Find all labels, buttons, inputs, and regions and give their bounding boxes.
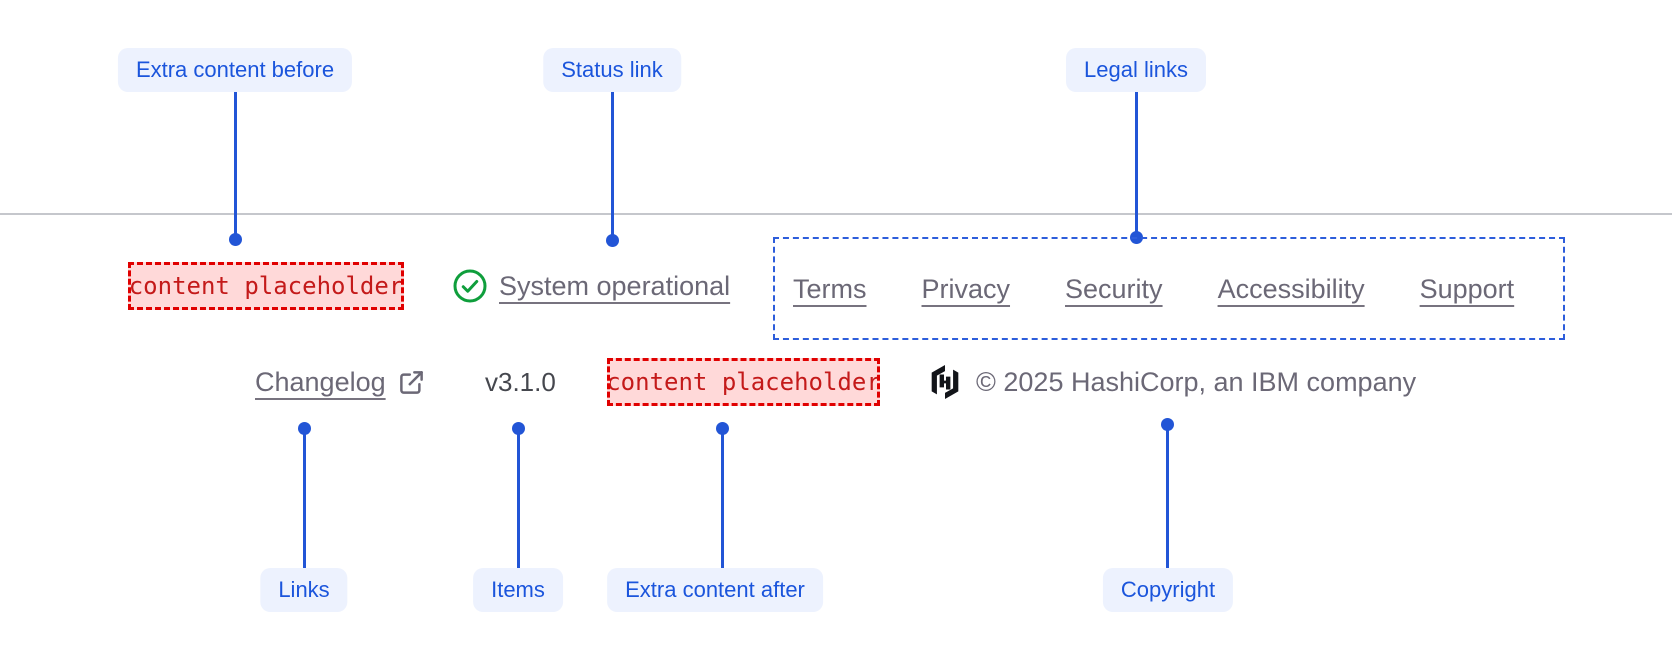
annotation-links: Links (260, 568, 348, 612)
connector-line-links (302, 429, 306, 568)
changelog-link[interactable]: Changelog (255, 358, 425, 406)
annotation-status-link: Status link (543, 48, 681, 92)
legal-links-list: Terms Privacy Security Accessibility Sup… (793, 265, 1514, 313)
external-link-icon (398, 369, 425, 396)
connector-line-extra-content-before (233, 92, 237, 237)
connector-dot-status-link (605, 234, 619, 247)
legal-links-container: Terms Privacy Security Accessibility Sup… (773, 237, 1565, 340)
connector-dot-extra-content-before (228, 233, 242, 246)
legal-link-support[interactable]: Support (1419, 273, 1515, 304)
annotation-legal-links: Legal links (1066, 48, 1206, 92)
connector-line-copyright (1165, 425, 1169, 568)
hashicorp-logo-icon (928, 364, 962, 400)
changelog-link-label[interactable]: Changelog (255, 366, 386, 397)
connector-dot-items (511, 422, 525, 435)
version-item: v3.1.0 (485, 366, 556, 397)
connector-dot-links (297, 422, 311, 435)
status-link[interactable]: System operational (452, 262, 730, 310)
connector-line-legal-links (1134, 92, 1138, 235)
legal-link-security[interactable]: Security (1065, 273, 1163, 304)
footer-top-divider (0, 213, 1672, 215)
connector-line-extra-content-after (720, 429, 724, 568)
connector-dot-extra-content-after (715, 422, 729, 435)
extra-content-after-placeholder: content placeholder (607, 358, 880, 406)
copyright-text: © 2025 HashiCorp, an IBM company (976, 366, 1417, 397)
connector-dot-copyright (1160, 418, 1174, 431)
annotation-extra-content-after: Extra content after (607, 568, 823, 612)
check-circle-icon (452, 268, 488, 304)
annotation-items: Items (473, 568, 563, 612)
copyright-block: © 2025 HashiCorp, an IBM company (928, 358, 1416, 406)
status-link-label[interactable]: System operational (499, 270, 731, 301)
annotation-copyright: Copyright (1102, 568, 1234, 612)
extra-content-before-placeholder: content placeholder (128, 262, 404, 310)
annotation-extra-content-before: Extra content before (117, 48, 353, 92)
connector-line-items (516, 429, 520, 568)
legal-link-terms[interactable]: Terms (793, 273, 867, 304)
legal-link-privacy[interactable]: Privacy (921, 273, 1011, 304)
legal-link-accessibility[interactable]: Accessibility (1217, 273, 1365, 304)
connector-line-status-link (610, 92, 614, 237)
